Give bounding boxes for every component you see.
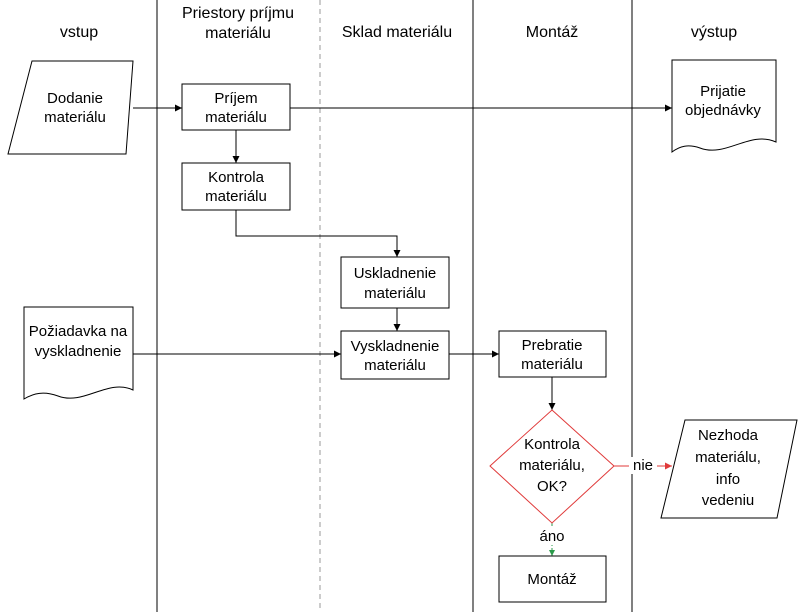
node-storing-line1: Uskladnenie — [354, 265, 437, 282]
edge-check-to-storing — [235, 210, 401, 257]
node-delivery-line2: materiálu — [44, 109, 106, 126]
node-decision-line3: OK? — [537, 478, 567, 495]
node-nonconformity-line1: Nezhoda — [698, 427, 759, 444]
lane-header-receiving-line2: materiálu — [205, 25, 271, 42]
node-assembly-shape — [498, 555, 607, 603]
lane-header-output: výstup — [691, 24, 737, 41]
node-decision-line2: materiálu, — [519, 457, 585, 474]
node-nonconformity-line3: info — [716, 471, 740, 488]
node-receipt-line2: materiálu — [205, 109, 267, 126]
node-order-accept-line1: Prijatie — [700, 83, 746, 100]
node-receipt-line1: Príjem — [214, 90, 257, 107]
node-delivery-shape — [7, 60, 134, 155]
node-dispatch-shape — [340, 330, 450, 380]
node-delivery-line1: Dodanie — [47, 90, 103, 107]
node-request-line1: Požiadavka na — [29, 323, 128, 340]
edge-label-yes: áno — [539, 528, 564, 545]
lane-header-input: vstup — [60, 24, 98, 41]
node-nonconformity-shape — [660, 419, 798, 519]
node-receipt-shape — [181, 83, 291, 131]
node-decision-line1: Kontrola — [524, 436, 581, 453]
node-takeover-line2: materiálu — [521, 356, 583, 373]
lane-header-receiving-line1: Priestory príjmu — [182, 5, 294, 22]
lane-header-warehouse: Sklad materiálu — [342, 24, 452, 41]
node-decision-shape — [489, 409, 615, 524]
node-storing-line2: materiálu — [364, 285, 426, 302]
node-storing-shape — [340, 256, 450, 309]
node-dispatch-line2: materiálu — [364, 357, 426, 374]
node-dispatch-line1: Vyskladnenie — [351, 338, 440, 355]
node-request-line2: vyskladnenie — [35, 343, 122, 360]
node-request-shape — [23, 306, 134, 400]
node-nonconformity-line2: materiálu, — [695, 449, 761, 466]
node-order-accept-line2: objednávky — [685, 102, 761, 119]
lane-header-assembly: Montáž — [526, 24, 578, 41]
node-assembly-label: Montáž — [527, 571, 576, 588]
node-takeover-shape — [498, 330, 607, 378]
node-nonconformity-line4: vedeniu — [702, 492, 755, 509]
node-takeover-line1: Prebratie — [522, 337, 583, 354]
node-check-shape — [181, 162, 291, 211]
node-check-line2: materiálu — [205, 188, 267, 205]
node-order-accept-shape — [671, 59, 777, 153]
edge-label-no-bg — [629, 457, 657, 474]
edge-label-yes-bg — [538, 527, 568, 545]
edge-label-no: nie — [633, 457, 653, 474]
node-check-line1: Kontrola — [208, 169, 265, 186]
